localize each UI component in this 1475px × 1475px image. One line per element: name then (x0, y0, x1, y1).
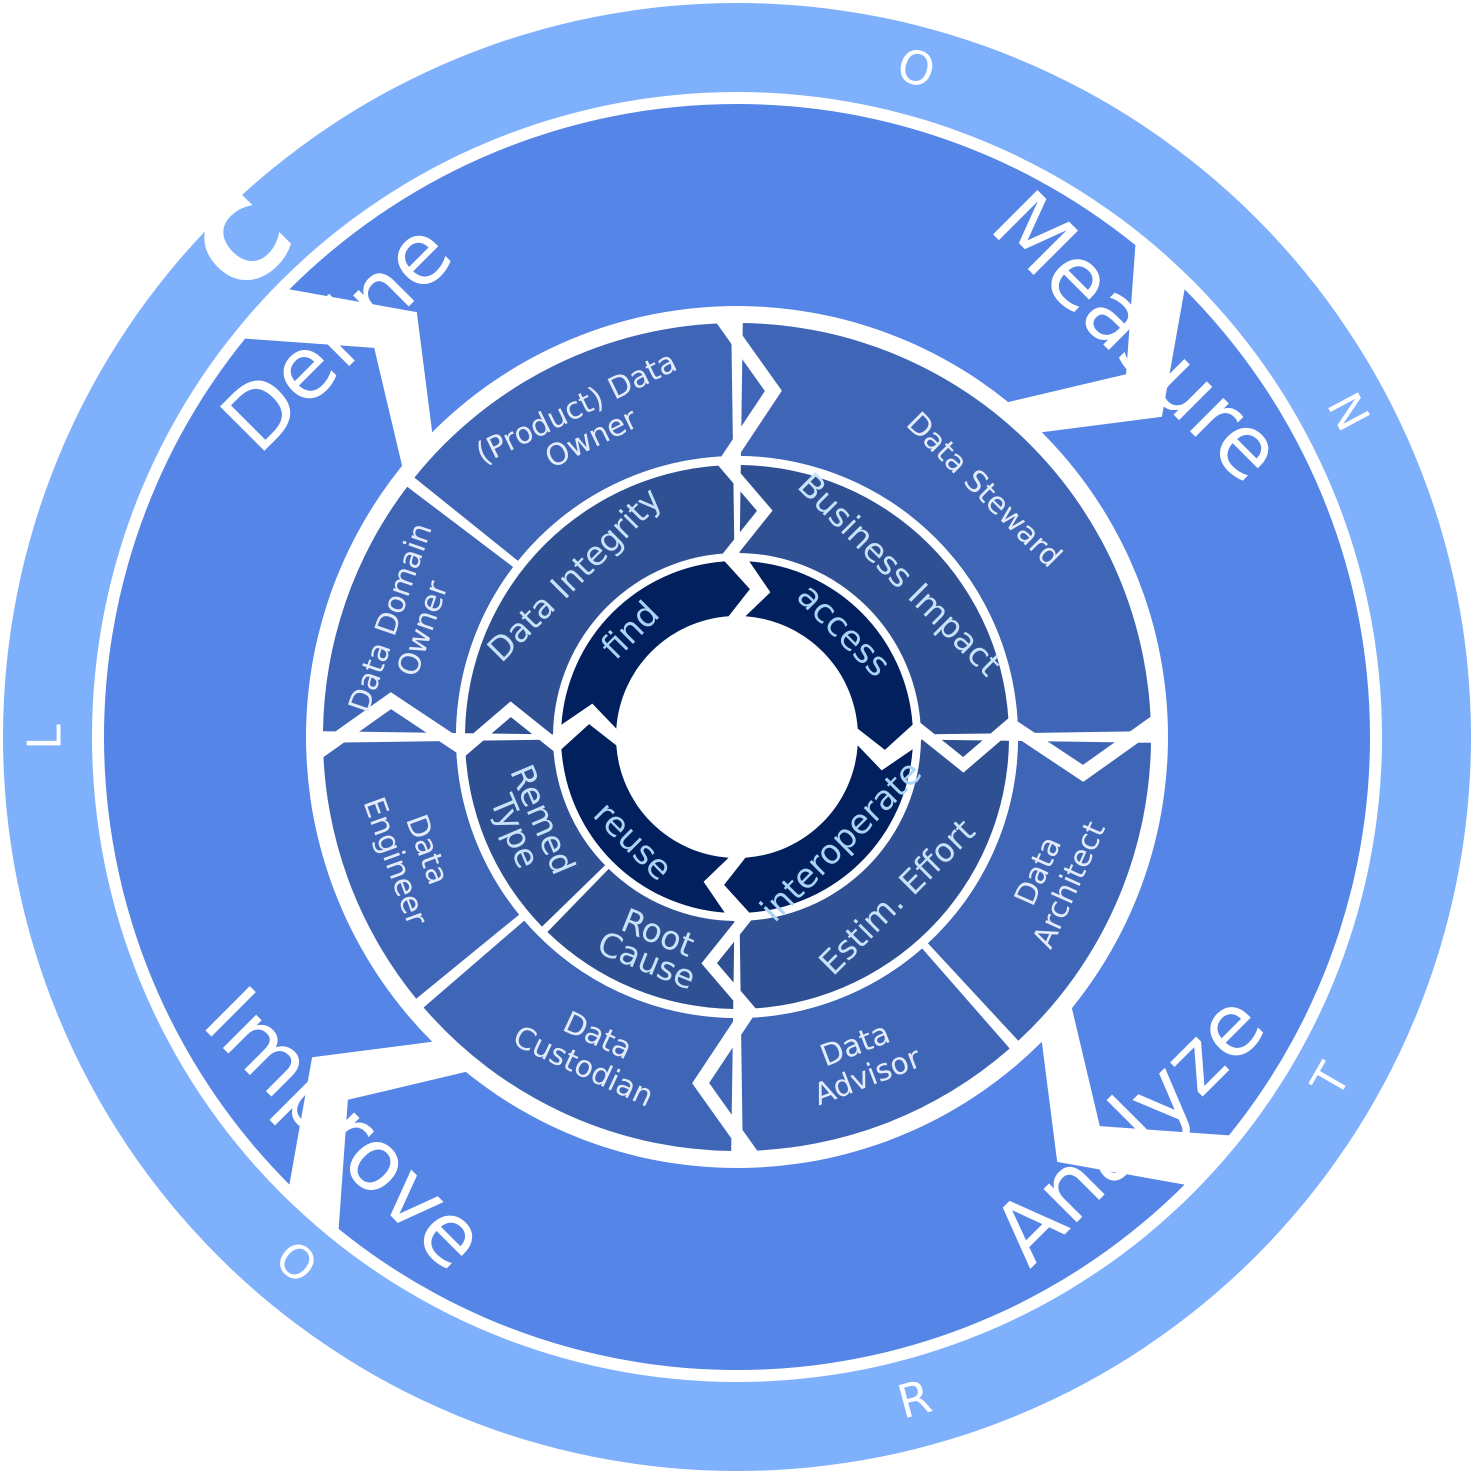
ring-separator (310, 310, 1164, 1164)
step-segment (547, 868, 735, 1009)
role-segment (740, 948, 1010, 1151)
role-divider-chevron (692, 1009, 758, 1159)
outer-ring-letter: L (18, 724, 72, 750)
fair-segment-find (561, 561, 750, 729)
role-segment (323, 486, 514, 734)
ring-separator (94, 94, 1380, 1380)
ring-separator (553, 553, 921, 921)
center-circle (618, 618, 856, 856)
fair-segment-reuse (561, 724, 729, 913)
step-segment (739, 739, 1009, 1009)
role-segment (927, 740, 1151, 1041)
role-segment (414, 323, 734, 561)
phase-segment-measure (1041, 289, 1371, 1136)
step-segment (465, 465, 735, 735)
step-segment (739, 465, 1009, 735)
role-divider-chevron (1009, 716, 1159, 782)
role-segment (423, 920, 734, 1151)
fair-segment-interoperate (724, 745, 913, 913)
step-divider-chevron (701, 913, 757, 1017)
step-divider-chevron (717, 457, 773, 561)
phase-segment-improve (103, 338, 433, 1185)
role-divider-chevron (315, 692, 465, 758)
phase-segment-define (289, 103, 1136, 433)
step-segment (465, 739, 606, 927)
step-divider-chevron (913, 717, 1017, 773)
phase-segment-analyze (338, 1041, 1185, 1371)
fair-segment-access (745, 561, 913, 750)
role-segment (323, 740, 520, 999)
step-divider-chevron (457, 701, 561, 757)
role-segment (740, 323, 1151, 734)
role-divider-chevron (716, 315, 782, 465)
ring-separator (456, 456, 1018, 1018)
